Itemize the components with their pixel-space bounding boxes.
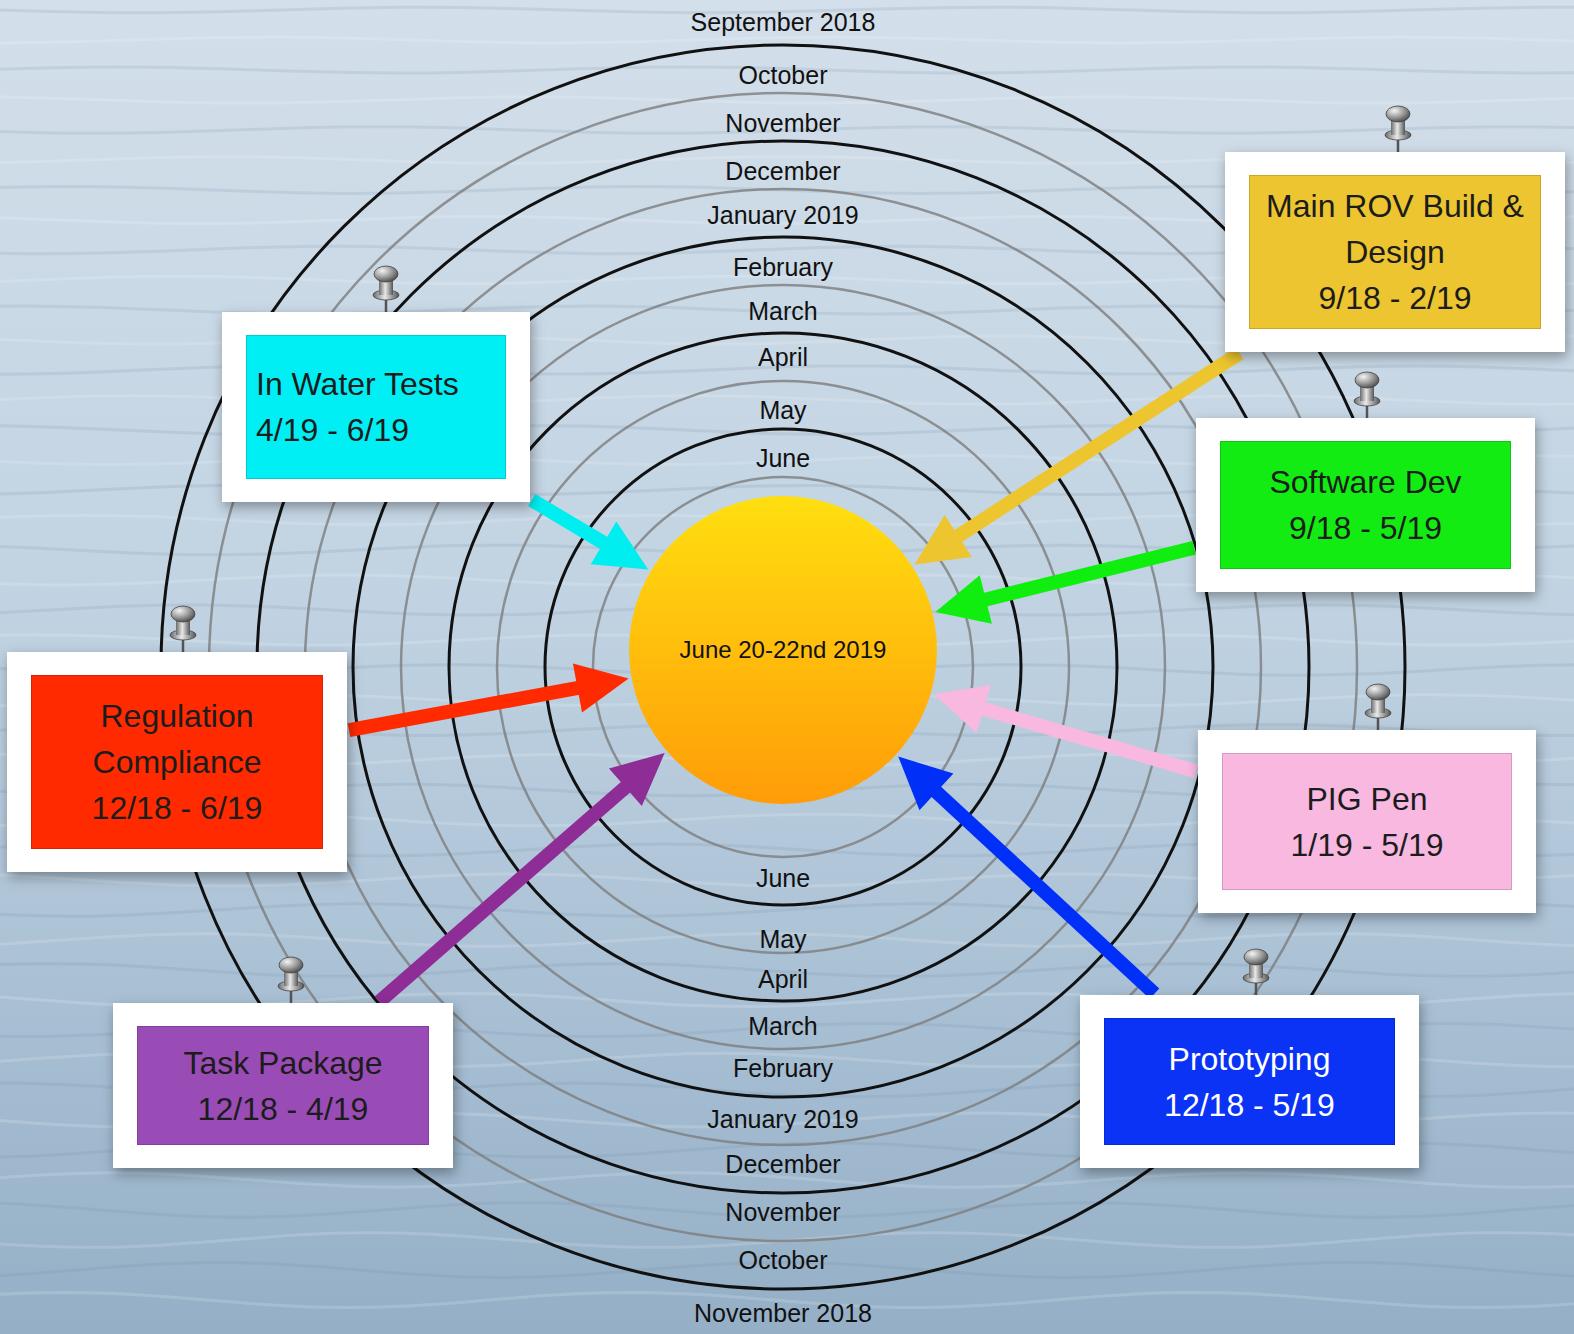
date-range: 9/18 - 5/19 [1289,505,1442,551]
month-label: April [758,965,808,993]
month-label: February [733,1054,833,1082]
month-label: December [725,157,840,185]
sticky-note: Task Package12/18 - 4/19 [113,1003,453,1168]
arrow-shaft [349,688,579,731]
note-face: PIG Pen1/19 - 5/19 [1222,753,1512,890]
arrow-shaft [984,548,1194,600]
timeline-arrow [935,548,1194,624]
timeline-arrow [898,757,1154,994]
pushpin [1385,106,1411,156]
month-label: October [739,61,828,89]
month-label: September 2018 [691,8,876,36]
note-title: Prototyping [1169,1036,1331,1082]
month-label: December [725,1150,840,1178]
arrow-head [934,685,991,733]
date-range: 12/18 - 4/19 [198,1086,369,1132]
note-title: Task Package [183,1040,382,1086]
pushpin [278,957,304,1007]
pushpin [1243,949,1269,999]
date-range: 9/18 - 2/19 [1319,275,1472,321]
circle-text-holder: June 20-22nd 2019 [628,495,938,805]
arrow-head [935,575,991,624]
timeline-arrow [349,663,629,730]
water-ripple [0,37,1574,43]
note-face: Task Package12/18 - 4/19 [137,1026,429,1145]
month-label: January 2019 [707,201,859,229]
arrow-shaft [379,786,627,1002]
note-face: Prototyping12/18 - 5/19 [1104,1018,1395,1145]
timeline-arrow [379,753,664,1002]
pushpin [170,606,196,656]
month-label: November [725,1198,840,1226]
month-ring [161,45,1405,1289]
month-ring [593,477,973,857]
month-label: November 2018 [694,1299,872,1327]
note-face: Software Dev9/18 - 5/19 [1220,441,1511,569]
note-face: Main ROV Build & Design9/18 - 2/19 [1249,175,1541,329]
sticky-note: Main ROV Build & Design9/18 - 2/19 [1225,152,1565,352]
sticky-note: Software Dev9/18 - 5/19 [1196,418,1535,592]
date-range: 12/18 - 5/19 [1164,1082,1335,1128]
pushpin [373,266,399,316]
month-label: May [759,396,806,424]
month-label: January 2019 [707,1105,859,1133]
month-label: November [725,109,840,137]
timeline-arrow [934,685,1196,771]
timeline-arrow [915,353,1240,564]
month-label: March [748,297,817,325]
note-title: Regulation Compliance [44,693,310,785]
arrow-head [609,753,665,806]
month-label: May [759,925,806,953]
arrow-head [898,757,953,811]
date-range: 1/19 - 5/19 [1291,822,1444,868]
month-ring [497,381,1069,953]
month-label: June [756,864,810,892]
date-range: 4/19 - 6/19 [256,407,409,453]
month-label: March [748,1012,817,1040]
arrow-shaft [935,791,1155,994]
pushpin [1354,372,1380,422]
timeline-arrow [532,500,648,570]
month-label: October [739,1246,828,1274]
pushpin [1365,684,1391,734]
arrow-shaft [982,708,1196,771]
sticky-note: Prototyping12/18 - 5/19 [1080,995,1419,1168]
arrow-head [573,663,629,712]
sticky-note: Regulation Compliance12/18 - 6/19 [7,652,347,872]
water-ripple [0,97,1574,103]
month-label: April [758,343,808,371]
deadline-circle: June 20-22nd 2019 [628,495,938,805]
month-label: June [756,444,810,472]
note-title: Main ROV Build & Design [1262,183,1528,275]
note-face: Regulation Compliance12/18 - 6/19 [31,675,323,849]
note-face: In Water Tests4/19 - 6/19 [246,335,506,479]
sticky-note: In Water Tests4/19 - 6/19 [222,312,530,502]
date-range: 12/18 - 6/19 [92,785,263,831]
note-title: PIG Pen [1307,776,1428,822]
month-label: February [733,253,833,281]
note-title: June 20-22nd 2019 [680,636,887,664]
note-title: In Water Tests [256,361,459,407]
month-ring [545,429,1021,905]
arrow-head [915,515,972,564]
arrow-shaft [532,500,606,544]
note-title: Software Dev [1269,459,1461,505]
month-ring [449,333,1117,1001]
sticky-note: PIG Pen1/19 - 5/19 [1198,730,1536,913]
arrow-head [591,521,648,569]
